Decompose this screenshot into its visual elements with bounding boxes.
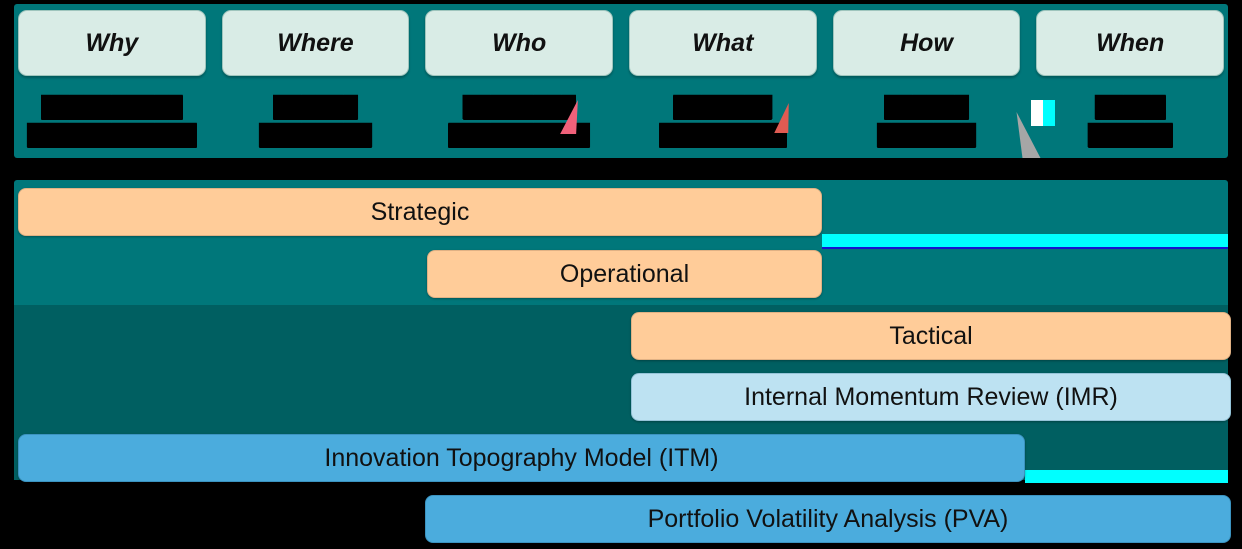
tab-label: When bbox=[1096, 28, 1165, 57]
scope-bar-label: Innovation Topography Model (ITM) bbox=[324, 443, 719, 472]
tab-how[interactable]: How bbox=[832, 10, 1021, 76]
scope-bar-label: Strategic bbox=[370, 197, 470, 226]
white-accent-marker bbox=[1031, 100, 1043, 126]
scope-bar-label: Internal Momentum Review (IMR) bbox=[744, 382, 1118, 411]
redacted-text-line: ██████████ bbox=[40, 95, 183, 120]
subtext-who: ████████ ██████████ bbox=[425, 82, 613, 156]
header-panel bbox=[14, 4, 1228, 158]
redacted-text-line: ████████████ bbox=[26, 123, 197, 148]
tab-what[interactable]: What bbox=[629, 10, 817, 76]
scope-bar[interactable]: Strategic bbox=[18, 188, 822, 236]
redacted-text-line: ████████ bbox=[462, 95, 576, 120]
redacted-text-line: ███████ bbox=[876, 123, 977, 148]
subtext-when: █████ ██████ bbox=[1036, 82, 1224, 156]
scope-bar-label: Operational bbox=[559, 259, 690, 288]
tab-label: Why bbox=[85, 28, 139, 57]
subtext-where: ██████ ████████ bbox=[222, 82, 410, 156]
redacted-text-line: ██████ bbox=[1087, 123, 1173, 148]
question-subtexts-row: ██████████ ████████████ ██████ ████████ … bbox=[14, 82, 1228, 156]
tab-label: What bbox=[692, 28, 754, 57]
scope-bar[interactable]: Portfolio Volatility Analysis (PVA) bbox=[425, 495, 1231, 543]
redacted-text-line: ██████ bbox=[272, 95, 359, 120]
subtext-what: ███████ █████████ bbox=[629, 82, 817, 156]
scope-bar[interactable]: Operational bbox=[427, 250, 822, 298]
question-tabs-row: Why Where Who What How When bbox=[14, 10, 1228, 76]
scope-bar-label: Portfolio Volatility Analysis (PVA) bbox=[647, 504, 1009, 533]
cyan-accent-marker bbox=[1043, 100, 1055, 126]
tab-label: Who bbox=[492, 28, 547, 57]
tab-who[interactable]: Who bbox=[425, 10, 614, 76]
scope-bar[interactable]: Internal Momentum Review (IMR) bbox=[631, 373, 1231, 421]
subtext-why: ██████████ ████████████ bbox=[18, 82, 206, 156]
redacted-text-line: ███████ bbox=[673, 95, 773, 120]
scope-bar-label: Tactical bbox=[889, 321, 973, 350]
redacted-text-line: █████ bbox=[1094, 95, 1166, 120]
tab-why[interactable]: Why bbox=[18, 10, 206, 76]
cyan-highlight-strip-lower bbox=[1025, 470, 1228, 483]
scope-bar[interactable]: Innovation Topography Model (ITM) bbox=[18, 434, 1025, 482]
cyan-highlight-underline bbox=[822, 247, 1228, 249]
tab-label: Where bbox=[277, 28, 354, 57]
scope-bar[interactable]: Tactical bbox=[631, 312, 1231, 360]
redacted-text-line: ██████████ bbox=[448, 123, 591, 148]
subtext-how: ██████ ███████ bbox=[833, 82, 1021, 156]
redacted-text-line: █████████ bbox=[659, 123, 787, 148]
tab-when[interactable]: When bbox=[1036, 10, 1225, 76]
redacted-text-line: ██████ bbox=[884, 95, 970, 120]
redacted-text-line: ████████ bbox=[258, 123, 373, 148]
cyan-highlight-strip-upper bbox=[822, 234, 1228, 247]
tab-where[interactable]: Where bbox=[221, 10, 410, 76]
tab-label: How bbox=[900, 28, 953, 57]
